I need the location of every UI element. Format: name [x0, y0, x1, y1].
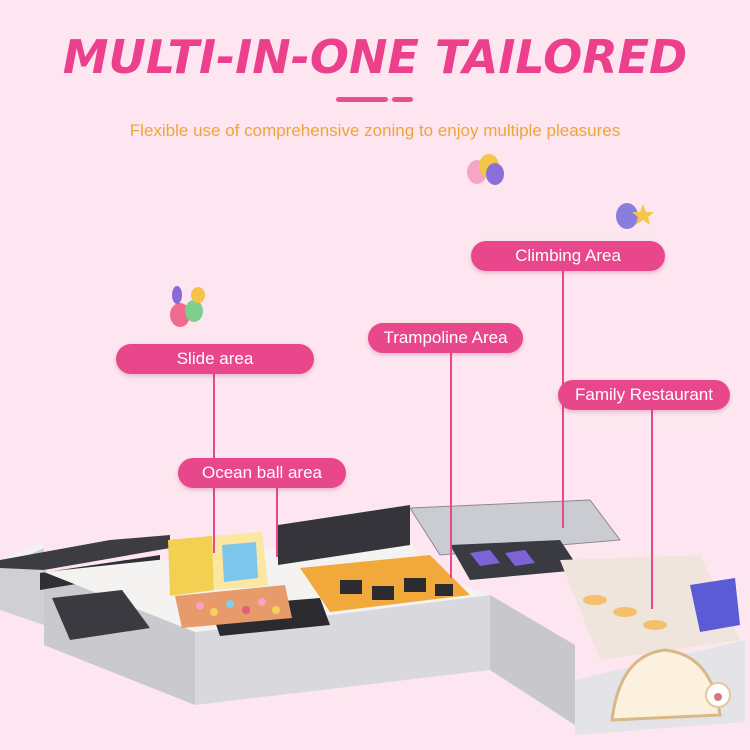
balloon-cluster-icon — [467, 154, 504, 185]
label-trampoline-area: Trampoline Area — [368, 323, 523, 353]
trampoline-leader-line — [450, 352, 452, 578]
label-slide-area: Slide area — [116, 344, 314, 374]
balloon-dog-icon — [170, 286, 205, 327]
restaurant-leader-line — [651, 409, 653, 609]
label-ocean-ball-area: Ocean ball area — [178, 458, 346, 488]
balloon-star-icon — [616, 203, 654, 229]
title-underline-short — [392, 97, 413, 102]
ocean-leader-line — [276, 487, 278, 557]
page-title: MULTI-IN-ONE TAILORED — [62, 30, 688, 84]
label-family-restaurant: Family Restaurant — [558, 380, 730, 410]
title-underline-long — [336, 97, 388, 102]
label-climbing-area: Climbing Area — [471, 241, 665, 271]
page-subtitle: Flexible use of comprehensive zoning to … — [129, 121, 621, 140]
